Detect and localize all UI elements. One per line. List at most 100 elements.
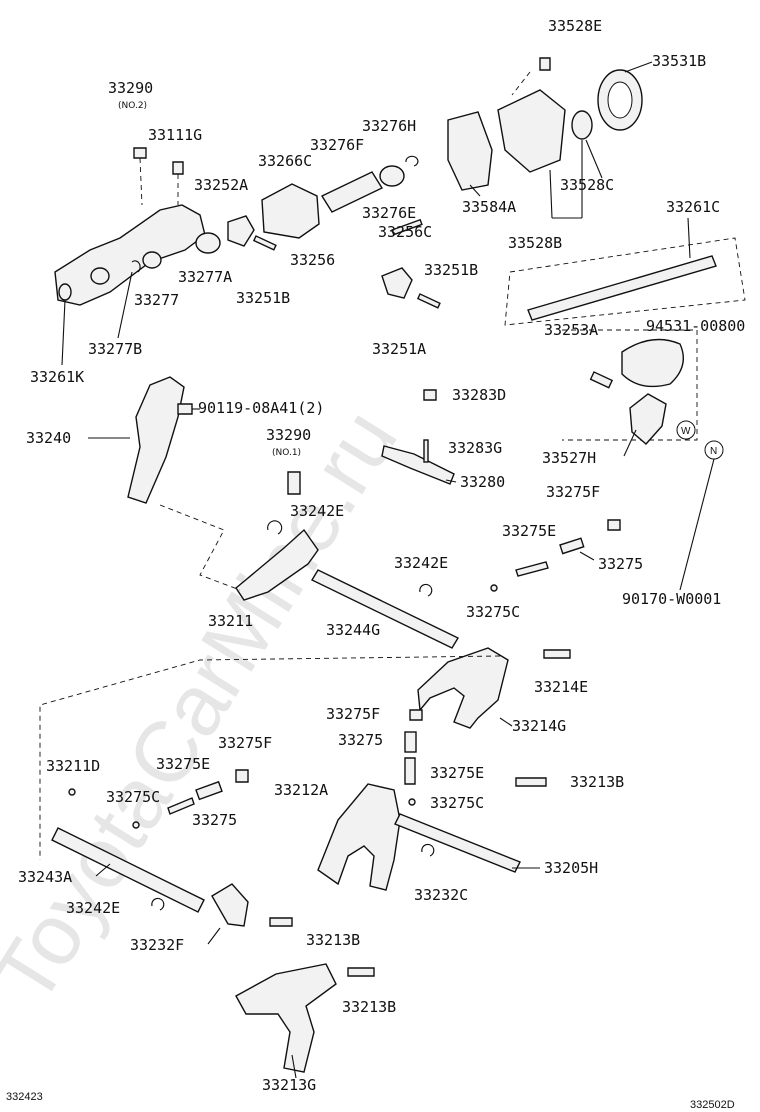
label-33528c: 33528C: [560, 176, 614, 194]
label-33290-mid-note: (NO.1): [272, 448, 301, 458]
label-33275e-mid: 33275E: [430, 764, 484, 782]
fork-33214g-group: [404, 647, 571, 785]
shaft-33261c: [527, 255, 717, 321]
plug-33275f-mid: [409, 709, 423, 721]
label-33266c: 33266C: [258, 152, 312, 170]
snap-ring-33277b: [131, 260, 141, 273]
label-33290-top-note: (NO.2): [118, 101, 147, 111]
label-33275c-left: 33275C: [106, 788, 160, 806]
leader-33277b: [117, 271, 133, 339]
ball-33211d: [68, 788, 76, 796]
lever-33251a: [381, 267, 413, 299]
label-90170: 90170-W0001: [622, 590, 721, 608]
clip-33276h: [405, 155, 419, 167]
label-33275e-left: 33275E: [156, 755, 210, 773]
lever-33527h: [629, 393, 667, 445]
leader-33214g: [499, 717, 513, 727]
label-33211: 33211: [208, 612, 253, 630]
fork-link-lower: [39, 655, 501, 860]
bolt-33290-no1: [287, 471, 301, 495]
bolt-33528e: [539, 57, 551, 71]
bolt-33214e: [543, 649, 571, 659]
label-33243a: 33243A: [18, 868, 72, 886]
part-labels: 33528E 33531B 33290 (NO.2) 33111G 33276H…: [18, 17, 745, 1094]
leader-lines: [61, 61, 691, 1079]
label-33251a: 33251A: [372, 340, 426, 358]
bolt-33528e-guide: [511, 71, 531, 96]
label-33283g: 33283G: [448, 439, 502, 457]
clip-33242e-mid: [419, 583, 433, 597]
bolt-90119: [177, 403, 193, 415]
label-33275c-mid: 33275C: [430, 794, 484, 812]
housing-bore: [90, 267, 110, 285]
bolt-33290-guide: [139, 157, 143, 206]
retainer-33531b-inner: [607, 81, 633, 119]
fork-33211: [235, 528, 319, 601]
middle-group: [127, 376, 621, 649]
cap-33276e: [379, 165, 405, 187]
spring-33275e-top: [515, 561, 549, 577]
label-33213b-bottom: 33213B: [342, 998, 396, 1016]
label-33528e-top: 33528E: [548, 17, 602, 35]
ball-33275c-top: [490, 584, 498, 592]
footer-right-code: 332502D: [690, 1099, 735, 1111]
leader-33584a: [469, 184, 481, 197]
marker-w: [676, 420, 696, 440]
label-33275-mid: 33275: [338, 731, 383, 749]
label-33276h: 33276H: [362, 117, 416, 135]
label-33277b: 33277B: [88, 340, 142, 358]
label-33214g: 33214G: [512, 717, 566, 735]
pin-33251b-left: [252, 235, 277, 251]
footer-left-code: 332423: [6, 1091, 43, 1103]
label-90119: 90119-08A41(2): [198, 399, 324, 417]
label-33527h: 33527H: [542, 449, 596, 467]
label-33528b: 33528B: [508, 234, 562, 252]
shift-housing-group: [54, 147, 441, 309]
spring-33275e-left: [167, 797, 195, 815]
label-33205h: 33205H: [544, 859, 598, 877]
rod-33205h: [394, 813, 521, 873]
label-33277a: 33277A: [178, 268, 232, 286]
label-33242e-top: 33242E: [290, 502, 344, 520]
spring-33276f: [320, 171, 384, 213]
selector-33280: [381, 445, 455, 485]
pin-33251b-right: [416, 293, 441, 309]
label-33213g: 33213G: [262, 1076, 316, 1094]
label-33256: 33256: [290, 251, 335, 269]
label-33232f: 33232F: [130, 936, 184, 954]
ball-33275c-left: [132, 821, 140, 829]
marker-n-label: N: [710, 446, 717, 457]
label-33275e-top: 33275E: [502, 522, 556, 540]
cover-housing: [497, 89, 566, 173]
ball-33275c-mid: [408, 798, 416, 806]
lever-33240: [127, 376, 185, 504]
leader-33275: [579, 551, 595, 561]
label-33251b-left: 33251B: [236, 289, 290, 307]
pin-33283g: [423, 439, 429, 463]
label-33256c: 33256C: [378, 223, 432, 241]
cover-plate-33584a: [447, 111, 493, 191]
pin-33256c: [391, 218, 423, 236]
knob-94531: [621, 338, 684, 388]
bolt-33290-no2: [133, 147, 147, 159]
bracket-33266c: [261, 183, 320, 239]
leader-33528c: [585, 139, 603, 179]
spring-33277a: [195, 232, 221, 254]
label-33531b: 33531B: [652, 52, 706, 70]
plug-33275f-left: [235, 769, 249, 783]
label-33242e-bottom: 33242E: [66, 899, 120, 917]
label-33261c: 33261C: [666, 198, 720, 216]
label-33252a: 33252A: [194, 176, 248, 194]
label-33253a: 33253A: [544, 321, 598, 339]
leader-33261c: [687, 217, 691, 259]
rod-33244g: [311, 569, 459, 649]
label-33283d: 33283D: [452, 386, 506, 404]
fork-33214g: [417, 647, 509, 729]
clip-33242e-bottom: [151, 897, 165, 911]
leader-33527h: [623, 429, 637, 457]
label-33211d: 33211D: [46, 757, 100, 775]
cover-group: [447, 57, 643, 191]
pin-33275-left: [195, 780, 223, 801]
leader-33531b: [624, 61, 653, 73]
housing-plug-33277: [142, 251, 162, 269]
